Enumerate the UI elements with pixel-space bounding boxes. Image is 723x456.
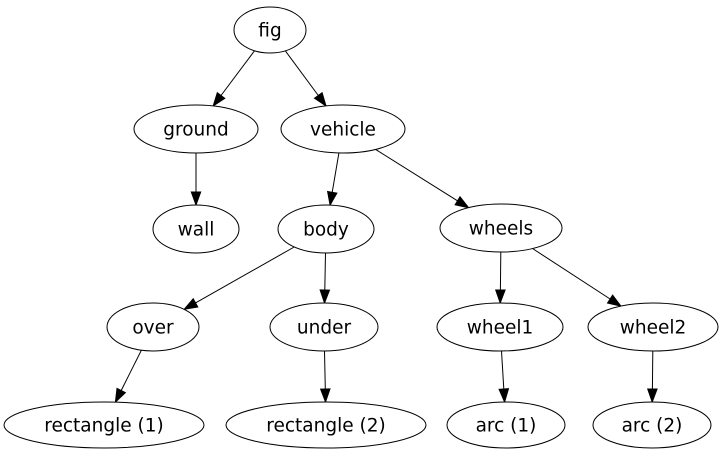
node-wheels-label: wheels [469,218,533,239]
node-wall-label: wall [178,219,215,240]
edge-over-rect1 [120,349,142,391]
node-body: body [277,204,375,254]
node-rect2-label: rectangle (2) [266,415,385,436]
node-body-ellipse [277,204,375,254]
node-arc2-ellipse [592,401,712,449]
node-arc1: arc (1) [446,401,566,449]
edge-under-rect2 [324,350,326,390]
node-over-label: over [132,317,174,338]
edge-wheel1-arc1-arrowhead [498,388,510,404]
node-arc2: arc (2) [592,401,712,449]
edge-body-over [195,246,295,304]
node-wheel1-label: wheel1 [467,317,534,338]
edge-ground-wall-arrowhead [190,191,202,207]
node-rect1-label: rectangle (1) [44,415,163,436]
node-arc2-label: arc (2) [622,415,683,436]
edge-body-under-arrowhead [319,289,331,305]
node-rect2-ellipse [225,401,427,449]
edge-under-rect2-arrowhead [319,388,331,404]
node-wheels-ellipse [439,203,563,253]
node-over-ellipse [106,302,200,352]
edge-vehicle-wheels [375,148,458,202]
node-wheel2: wheel2 [587,302,719,352]
node-under: under [269,302,379,352]
node-body-label: body [303,219,349,240]
edge-body-under [324,252,326,291]
node-ground-ellipse [133,104,259,154]
node-wheels: wheels [439,203,563,253]
edge-body-over-arrowhead [182,297,199,311]
node-wall: wall [152,204,240,254]
edge-vehicle-wheels-arrowhead [454,195,470,209]
node-under-ellipse [269,302,379,352]
edge-wheels-wheel1-arrowhead [494,289,506,305]
edge-fig-ground [220,50,255,96]
node-wheel2-ellipse [587,302,719,352]
edge-fig-vehicle-arrowhead [313,91,327,108]
node-arc1-label: arc (1) [476,415,537,436]
edge-wheels-wheel2-arrowhead [606,294,623,307]
node-fig-ellipse [233,6,307,54]
edge-over-rect1-arrowhead [114,387,127,404]
node-ground: ground [133,104,259,154]
node-vehicle-ellipse [280,104,406,154]
node-wall-ellipse [152,204,240,254]
edge-wheel1-arc1 [501,350,505,390]
edge-wheel2-arc2-arrowhead [646,388,658,404]
node-wheel2-label: wheel2 [620,317,687,338]
node-vehicle: vehicle [280,104,406,154]
edge-vehicle-body-arrowhead [326,190,338,207]
node-wheel1: wheel1 [436,302,564,352]
node-arc1-ellipse [446,401,566,449]
node-vehicle-label: vehicle [310,119,376,140]
node-rect1: rectangle (1) [3,401,205,449]
node-ground-label: ground [163,119,228,140]
edge-fig-vehicle [284,50,319,96]
edge-fig-ground-arrowhead [212,91,226,108]
edge-wheels-wheel2 [532,248,611,300]
edge-vehicle-body [331,152,340,193]
node-rect2: rectangle (2) [225,401,427,449]
node-fig-label: fig [258,20,281,41]
node-over: over [106,302,200,352]
node-under-label: under [297,317,352,338]
node-wheel1-ellipse [436,302,564,352]
node-fig: fig [233,6,307,54]
node-rect1-ellipse [3,401,205,449]
